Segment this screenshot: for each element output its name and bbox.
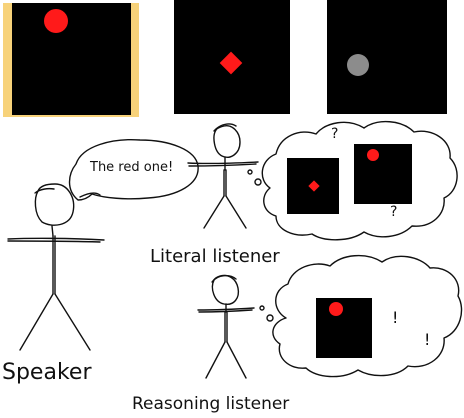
literal-question-mark-1: ?: [331, 126, 339, 142]
label-reasoning-listener: Reasoning listener: [132, 394, 290, 414]
literal-thought-dot-2: [247, 169, 253, 175]
image-gray-circle: [327, 0, 447, 114]
reasoning-listener-figure: [197, 274, 255, 379]
label-speaker: Speaker: [2, 360, 92, 385]
red-circle-shape: [44, 9, 68, 33]
literal-question-mark-2: ?: [390, 204, 398, 220]
reasoning-exclamation-mark-2: !: [424, 330, 431, 349]
speaker-figure: [7, 183, 105, 351]
label-literal-listener: Literal listener: [150, 246, 280, 267]
reasoning-exclamation-mark-1: !: [392, 308, 399, 327]
literal-thought-image-circle: [354, 144, 412, 204]
literal-thought-cloud: [261, 121, 458, 241]
reasoning-circle-shape: [329, 302, 343, 316]
reasoning-thought-dot-1: [266, 314, 274, 322]
thought-circle-shape: [367, 149, 379, 161]
image-red-circle: [12, 3, 131, 115]
literal-thought-dot-1: [254, 178, 262, 186]
speech-text: The red one!: [90, 160, 174, 175]
red-diamond-shape: [219, 51, 243, 75]
reasoning-thought-dot-2: [259, 305, 265, 311]
literal-listener-figure: [187, 123, 259, 229]
reasoning-thought-image-circle: [316, 298, 372, 358]
gray-circle-shape: [347, 54, 369, 76]
thought-diamond-shape: [308, 180, 320, 192]
reasoning-thought-cloud: [272, 255, 463, 378]
